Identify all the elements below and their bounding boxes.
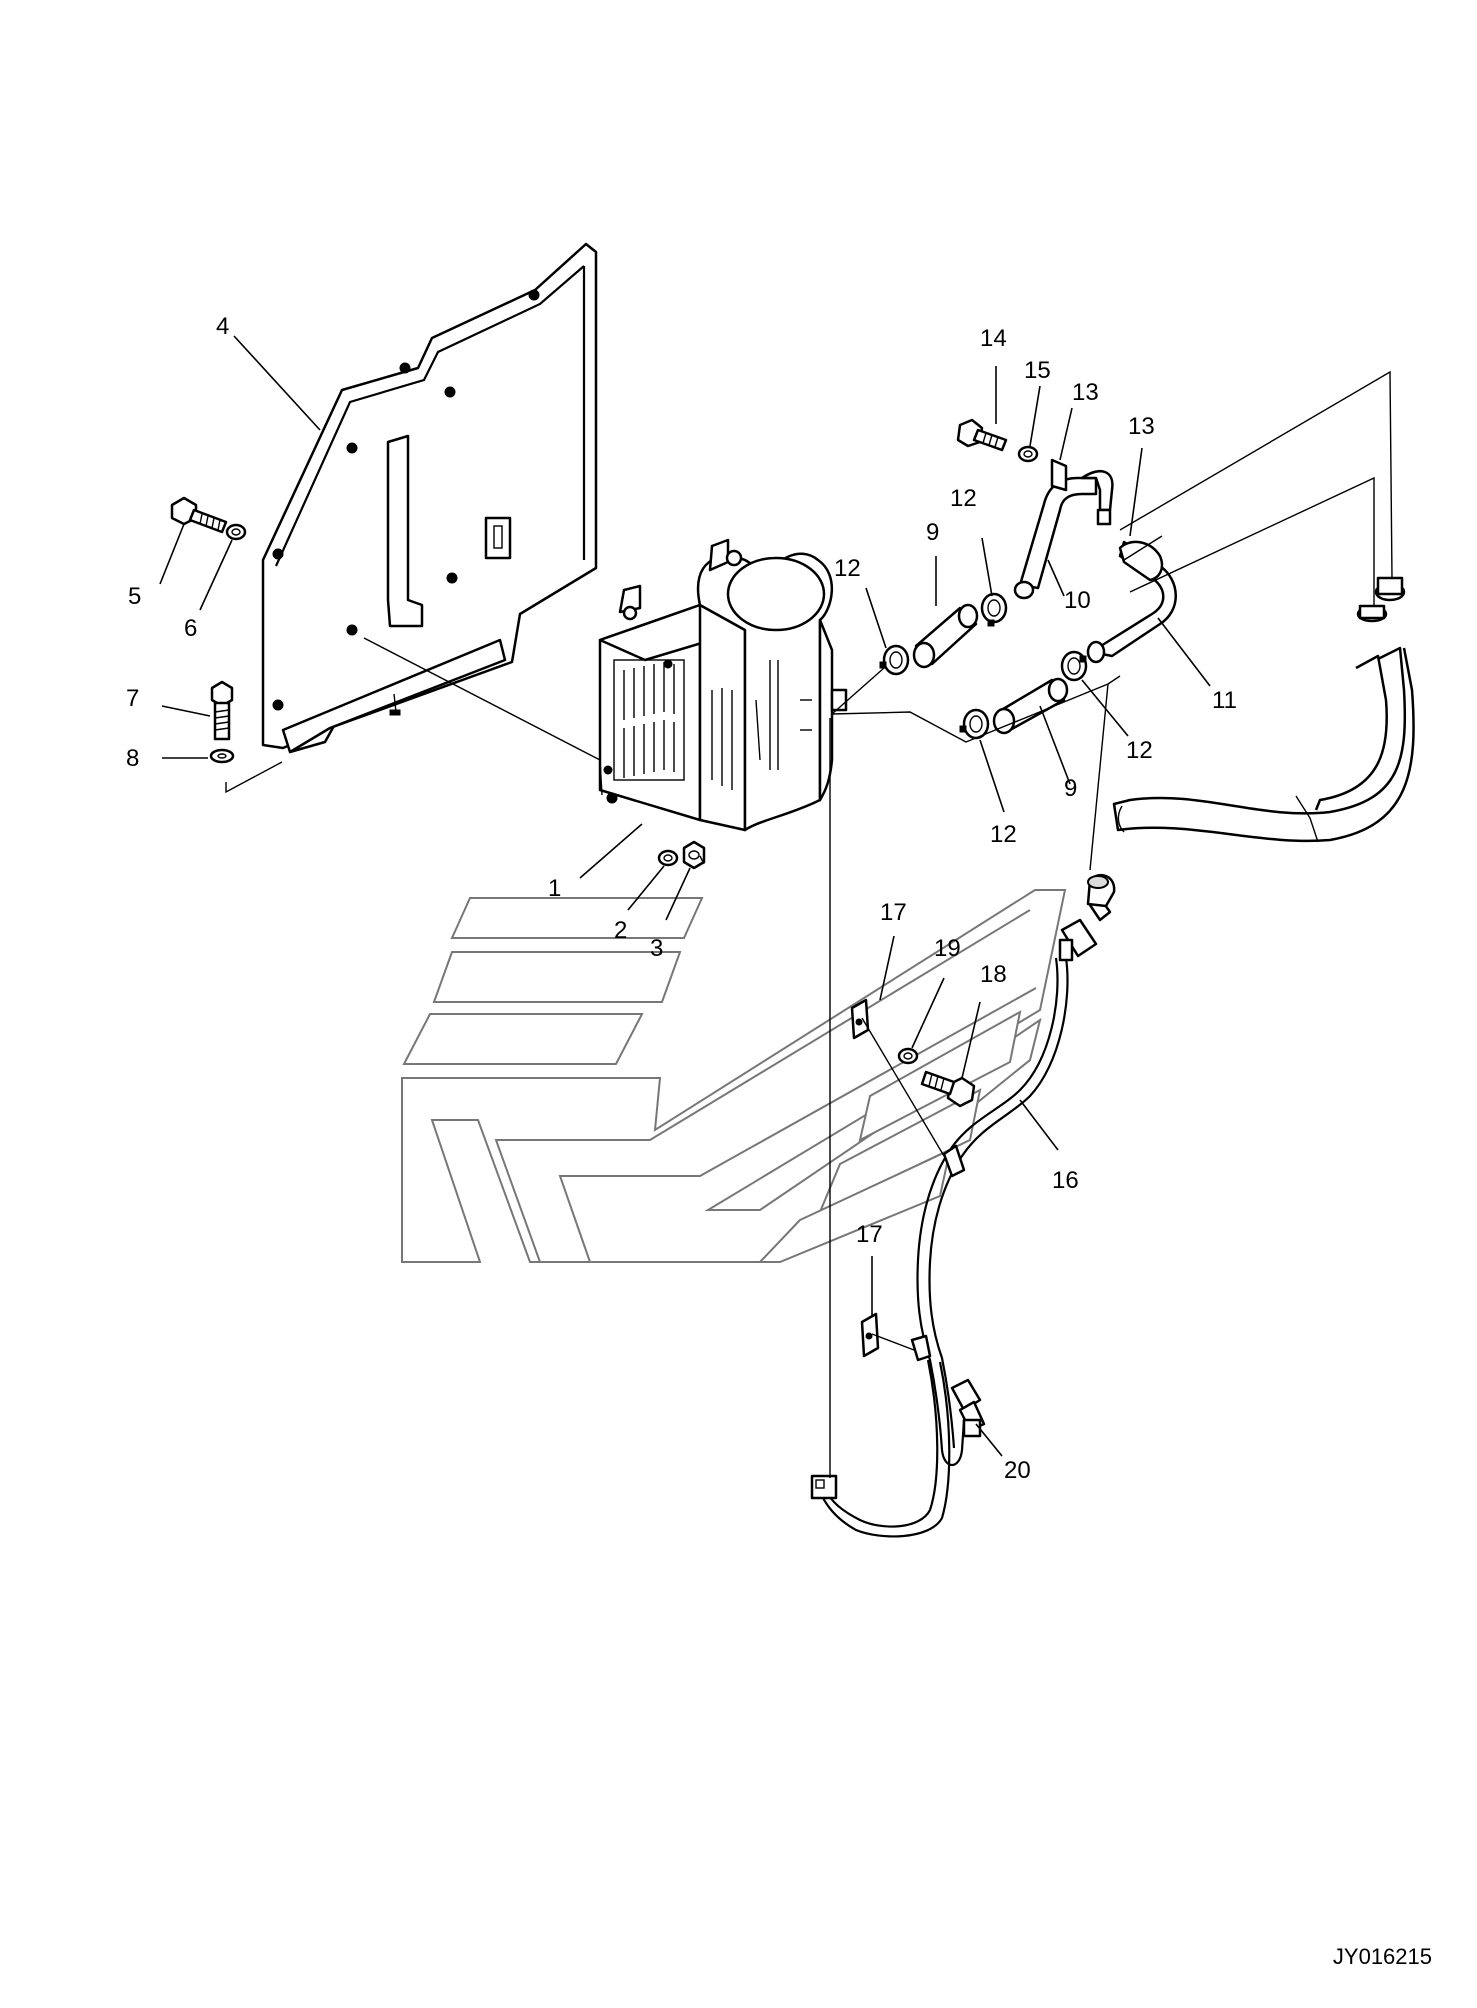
callout-17-lower: 17 <box>856 1221 883 1248</box>
callout-12-c: 12 <box>990 821 1017 848</box>
bracket-17-upper <box>850 998 870 1040</box>
pipe-10 <box>1013 458 1114 600</box>
heater-unit <box>598 538 848 832</box>
callout-11: 11 <box>1212 687 1237 714</box>
callout-4: 4 <box>216 313 229 340</box>
washer-15 <box>1017 445 1039 463</box>
clamp-12-b <box>980 592 1008 627</box>
bolt-7 <box>210 680 234 741</box>
callout-13-a: 13 <box>1072 379 1099 406</box>
washer-2 <box>657 849 679 867</box>
callout-5: 5 <box>128 583 141 610</box>
nut-3 <box>682 840 706 870</box>
clamp-12-c <box>959 708 990 740</box>
callout-15: 15 <box>1024 357 1051 384</box>
figure-code: JY016215 <box>1333 1944 1432 1969</box>
bracket-17-lower <box>860 1312 880 1358</box>
callout-10: 10 <box>1064 587 1091 614</box>
callout-13-b: 13 <box>1128 413 1155 440</box>
callout-8: 8 <box>126 745 139 772</box>
assembly-lines <box>225 370 1393 1478</box>
callout-12-a: 12 <box>834 555 861 582</box>
pipe-11 <box>1086 540 1177 664</box>
hose-9-lower <box>992 677 1069 735</box>
callouts: 1 2 3 4 5 6 7 8 9 9 10 11 12 12 12 12 13… <box>126 313 1237 1484</box>
callout-3: 3 <box>650 935 663 962</box>
callout-20: 20 <box>1004 1457 1031 1484</box>
callout-14: 14 <box>980 325 1007 352</box>
callout-1: 1 <box>548 875 561 902</box>
leader-lines <box>159 335 1211 1457</box>
washer-6 <box>225 523 247 541</box>
callout-6: 6 <box>184 615 197 642</box>
callout-9-upper: 9 <box>926 519 939 546</box>
callout-7: 7 <box>126 685 139 712</box>
callout-17-upper: 17 <box>880 899 907 926</box>
bolt-14 <box>956 418 1008 452</box>
callout-12-d: 12 <box>1126 737 1153 764</box>
side-panel <box>261 242 598 754</box>
washer-19 <box>897 1047 919 1065</box>
clamp-12-d <box>1060 650 1088 682</box>
hose-9-upper <box>912 603 979 669</box>
bolt-5 <box>170 496 228 534</box>
callout-16: 16 <box>1052 1167 1079 1194</box>
callout-2: 2 <box>614 917 627 944</box>
callout-18: 18 <box>980 961 1007 988</box>
washer-8 <box>209 748 235 764</box>
callout-12-b: 12 <box>950 485 977 512</box>
cab-floor-ghost <box>401 889 1067 1263</box>
callout-9-lower: 9 <box>1064 775 1077 802</box>
callout-19: 19 <box>934 935 961 962</box>
cab-hose-ends <box>1112 576 1415 843</box>
clamp-12-a <box>879 644 910 676</box>
